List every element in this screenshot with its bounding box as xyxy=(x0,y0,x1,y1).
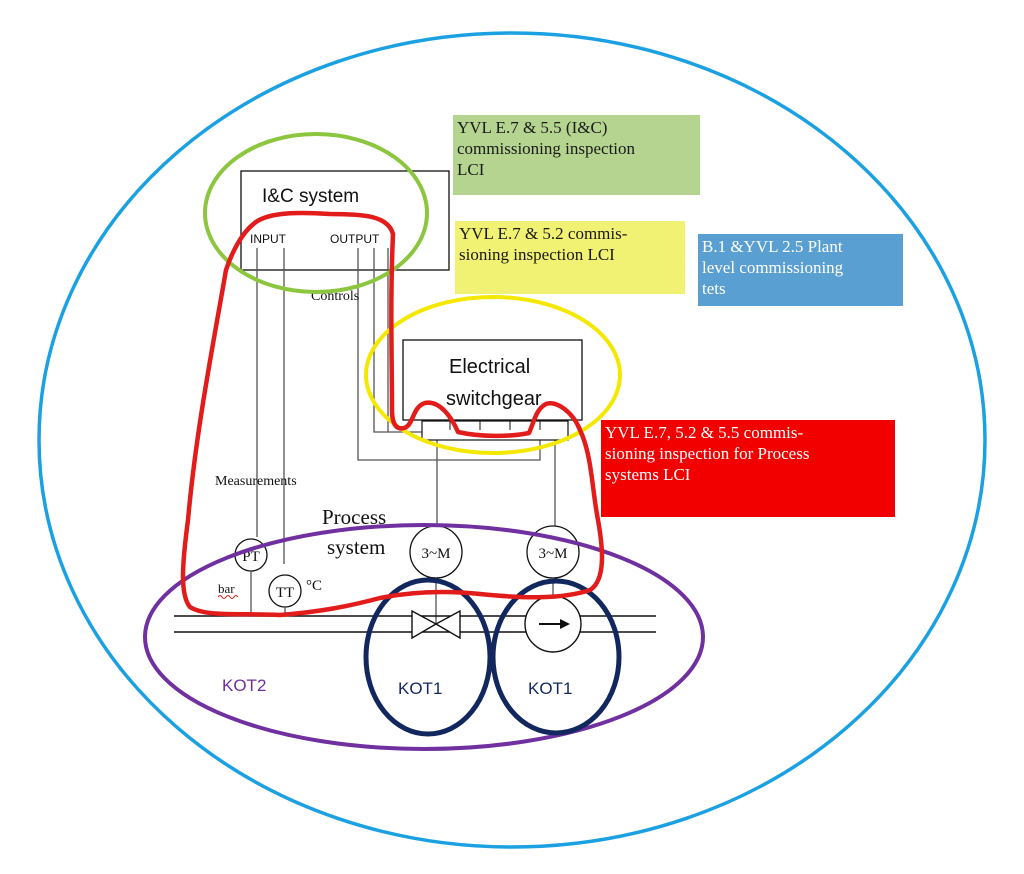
switchgear-yellow-ring xyxy=(364,295,622,455)
celsius-label: °C xyxy=(306,578,322,594)
kot1-valve-label: KOT1 xyxy=(398,679,442,698)
bar-underline-squiggle xyxy=(217,595,239,599)
switchgear-inspection-line1: YVL E.7 & 5.2 commis- xyxy=(459,224,628,243)
switchgear-inspection-line2: sioning inspection LCI xyxy=(459,245,615,264)
process-inspection-line3: systems LCI xyxy=(605,465,691,484)
kot2-label: KOT2 xyxy=(222,676,266,695)
switchgear-box xyxy=(402,339,583,421)
tt-label: TT xyxy=(276,585,294,601)
switchgear-label-line2: switchgear xyxy=(446,388,542,410)
plant-commissioning-line1: B.1 &YVL 2.5 Plant xyxy=(702,237,843,256)
valve-symbol xyxy=(411,609,461,640)
motor-pump-label: 3~M xyxy=(539,546,568,562)
process-red-loop xyxy=(180,210,605,618)
signal-lines xyxy=(256,248,556,564)
plant-commissioning-line2: level commissioning xyxy=(702,258,844,277)
ic-inspection-line2: commissioning inspection xyxy=(457,139,636,158)
plant-commissioning-line3: tets xyxy=(702,279,726,298)
process-system-label-line2: system xyxy=(327,535,385,559)
plant-commissioning-note: B.1 &YVL 2.5 Plant level commissioning t… xyxy=(698,234,903,306)
outer-boundary-ellipse xyxy=(37,31,987,849)
process-inspection-line2: sioning inspection for Process xyxy=(605,444,810,463)
ic-system-label: I&C system xyxy=(262,186,359,207)
ic-inspection-line3: LCI xyxy=(457,160,485,179)
bar-label: bar xyxy=(218,581,235,596)
pt-label: PT xyxy=(242,549,260,565)
ic-inspection-line1: YVL E.7 & 5.5 (I&C) xyxy=(457,118,608,137)
process-inspection-line1: YVL E.7, 5.2 & 5.5 commis- xyxy=(605,423,804,442)
kot1-pump-ring xyxy=(490,578,622,736)
measurements-label: Measurements xyxy=(215,474,297,489)
ic-inspection-note: YVL E.7 & 5.5 (I&C) commissioning inspec… xyxy=(453,115,700,195)
ic-green-ring xyxy=(203,132,429,294)
kot2-purple-ring xyxy=(143,523,705,751)
ic-system-box xyxy=(240,170,450,271)
output-label: OUTPUT xyxy=(330,232,380,246)
pump-arrow-head xyxy=(560,619,570,629)
kot1-pump-label: KOT1 xyxy=(528,679,572,698)
terminal-ticks xyxy=(449,421,541,430)
kot1-valve-ring xyxy=(363,577,493,737)
motor-valve-label: 3~M xyxy=(422,546,451,562)
input-label: INPUT xyxy=(250,232,287,246)
switchgear-label-line1: Electrical xyxy=(449,356,530,378)
process-inspection-note: YVL E.7, 5.2 & 5.5 commis- sioning inspe… xyxy=(601,420,895,517)
switchgear-inspection-note: YVL E.7 & 5.2 commis- sioning inspection… xyxy=(455,221,685,294)
